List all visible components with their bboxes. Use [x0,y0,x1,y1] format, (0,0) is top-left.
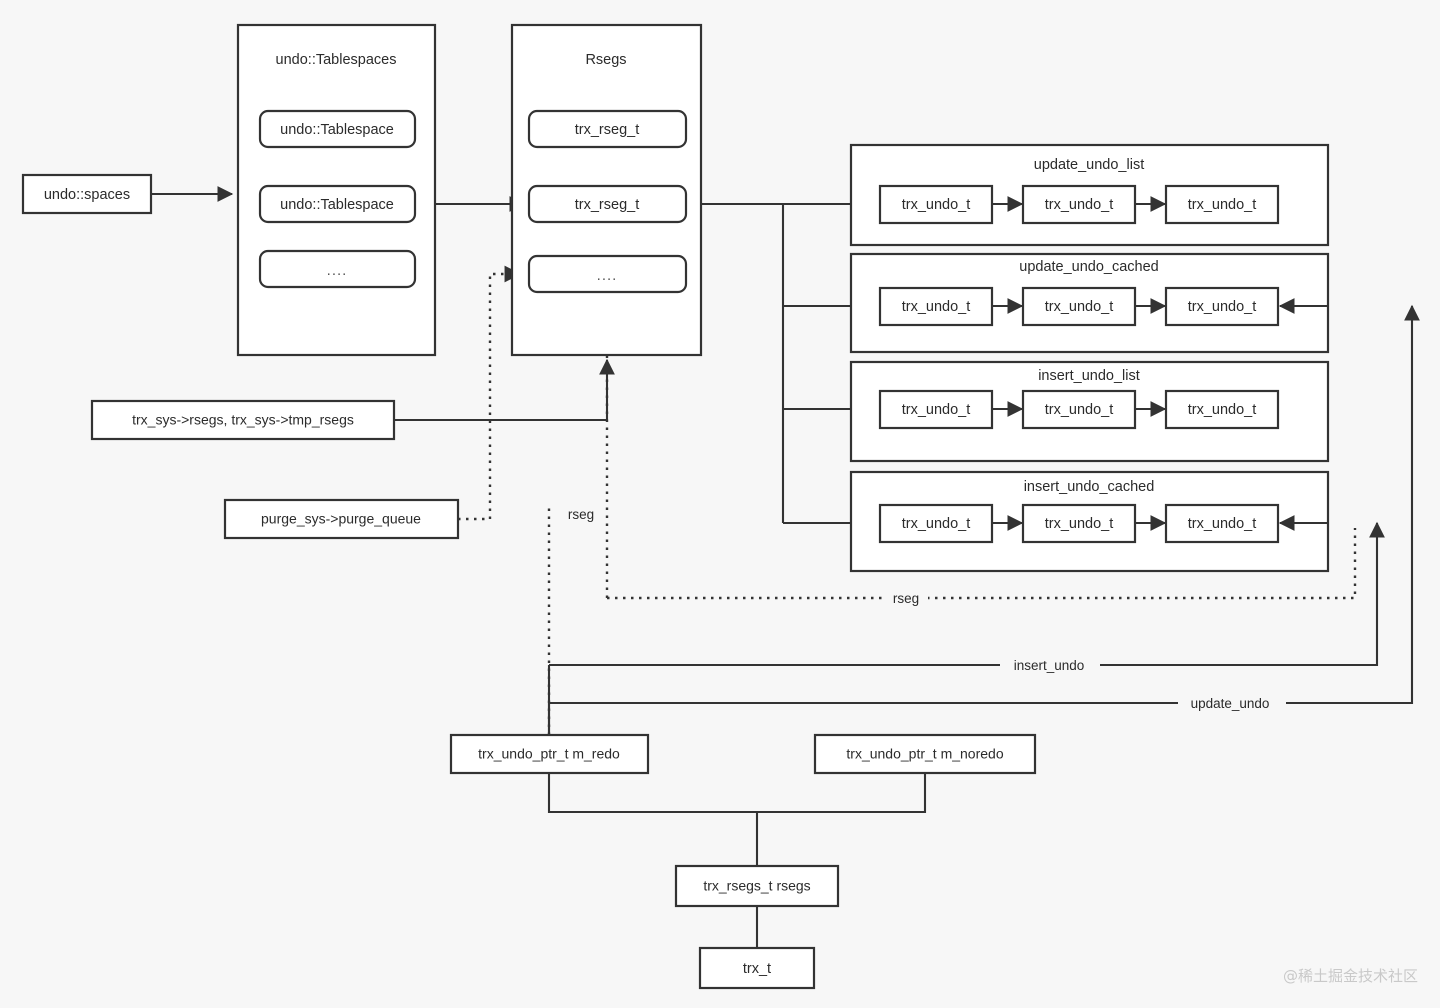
edge-ptrs-join [547,773,927,814]
node-trx-undo-t[interactable]: trx_undo_t [878,184,994,225]
node-undo-tablespace-1-label: undo::Tablespace [280,122,394,138]
node-trx-t[interactable]: trx_t [698,946,816,990]
edge-purgequeue-to-rseg [458,265,522,521]
node-trx-sys-rsegs[interactable]: trx_sys->rsegs, trx_sys->tmp_rsegs [90,399,396,441]
node-trx-rseg-t-more-label: .... [597,267,618,284]
edge-label-rseg-bottom: rseg [884,588,928,608]
group-update-undo-list: update_undo_list trx_undo_t trx_undo_t t… [849,143,1330,247]
group-update-undo-cached-title: update_undo_cached [1019,259,1159,275]
node-purge-queue[interactable]: purge_sys->purge_queue [223,498,460,540]
node-trx-undo-t[interactable]: trx_undo_t [1164,286,1280,327]
node-trx-undo-t-label: trx_undo_t [1188,299,1257,315]
node-trx-undo-t[interactable]: trx_undo_t [878,389,994,430]
node-trx-rseg-t-1[interactable]: trx_rseg_t [527,109,688,149]
node-trx-sys-rsegs-label: trx_sys->rsegs, trx_sys->tmp_rsegs [132,412,354,428]
edge-label-insert-undo-text: insert_undo [1014,658,1085,673]
container-undo-tablespaces: undo::Tablespaces undo::Tablespace undo:… [236,23,437,357]
node-trx-t-label: trx_t [743,961,771,977]
node-trx-undo-t-label: trx_undo_t [1045,299,1114,315]
edge-label-insert-undo: insert_undo [1000,655,1100,675]
node-undo-tablespace-2[interactable]: undo::Tablespace [258,184,417,224]
group-insert-undo-list-title: insert_undo_list [1038,368,1140,384]
group-insert-undo-cached: insert_undo_cached trx_undo_t trx_undo_t… [849,470,1330,573]
edge-label-update-undo: update_undo [1178,693,1286,713]
node-undo-tablespace-more[interactable]: .... [258,249,417,289]
edge-label-update-undo-text: update_undo [1191,696,1270,711]
node-trx-undo-t[interactable]: trx_undo_t [1021,389,1137,430]
node-trx-undo-t[interactable]: trx_undo_t [878,503,994,544]
node-trx-rsegs-t-label: trx_rsegs_t rsegs [703,878,810,894]
node-trx-rsegs-t[interactable]: trx_rsegs_t rsegs [674,864,840,908]
node-m-noredo-label: trx_undo_ptr_t m_noredo [846,746,1003,762]
node-trx-undo-t-label: trx_undo_t [1188,197,1257,213]
node-trx-undo-t[interactable]: trx_undo_t [1021,184,1137,225]
edge-rseg-dotted-rail [607,528,1357,600]
group-insert-undo-list: insert_undo_list trx_undo_t trx_undo_t t… [849,360,1330,463]
node-trx-undo-t[interactable]: trx_undo_t [1021,286,1137,327]
node-undo-tablespace-1[interactable]: undo::Tablespace [258,109,417,149]
group-update-undo-cached: update_undo_cached trx_undo_t trx_undo_t… [849,252,1330,354]
node-undo-tablespace-2-label: undo::Tablespace [280,197,394,213]
watermark: @稀土掘金技术社区 [1282,967,1418,985]
node-trx-rseg-t-1-label: trx_rseg_t [575,122,639,138]
node-trx-undo-t-label: trx_undo_t [1045,516,1114,532]
node-trx-undo-t[interactable]: trx_undo_t [878,286,994,327]
edge-label-rseg-left-text: rseg [568,507,594,522]
node-trx-undo-t-label: trx_undo_t [902,516,971,532]
container-rsegs-title: Rsegs [585,52,626,68]
edge-update-undo [549,304,1420,705]
node-trx-rseg-t-2[interactable]: trx_rseg_t [527,184,688,224]
node-trx-undo-t-label: trx_undo_t [902,402,971,418]
edge-label-rseg-bottom-text: rseg [893,591,919,606]
node-trx-undo-t-label: trx_undo_t [1188,516,1257,532]
node-trx-undo-t-label: trx_undo_t [902,299,971,315]
container-rsegs: Rsegs trx_rseg_t trx_rseg_t .... [510,23,703,357]
node-trx-rseg-t-2-label: trx_rseg_t [575,197,639,213]
node-trx-undo-t[interactable]: trx_undo_t [1021,503,1137,544]
node-purge-queue-label: purge_sys->purge_queue [261,511,421,527]
node-m-noredo[interactable]: trx_undo_ptr_t m_noredo [813,733,1037,775]
node-trx-undo-t[interactable]: trx_undo_t [1164,389,1280,430]
node-undo-spaces[interactable]: undo::spaces [21,173,153,215]
node-undo-tablespace-more-label: .... [327,262,348,279]
node-trx-undo-t-label: trx_undo_t [1045,197,1114,213]
node-trx-undo-t-label: trx_undo_t [1045,402,1114,418]
group-insert-undo-cached-title: insert_undo_cached [1024,479,1155,495]
container-undo-tablespaces-title: undo::Tablespaces [276,52,397,68]
node-m-redo[interactable]: trx_undo_ptr_t m_redo [449,733,650,775]
node-trx-undo-t[interactable]: trx_undo_t [1164,503,1280,544]
node-trx-undo-t-label: trx_undo_t [1188,402,1257,418]
edge-label-rseg-left: rseg [558,504,603,524]
node-trx-rseg-t-more[interactable]: .... [527,254,688,294]
node-undo-spaces-label: undo::spaces [44,187,130,203]
node-m-redo-label: trx_undo_ptr_t m_redo [478,746,620,762]
node-trx-undo-t[interactable]: trx_undo_t [1164,184,1280,225]
group-update-undo-list-title: update_undo_list [1034,157,1144,173]
edge-insert-undo [549,521,1385,667]
node-trx-undo-t-label: trx_undo_t [902,197,971,213]
